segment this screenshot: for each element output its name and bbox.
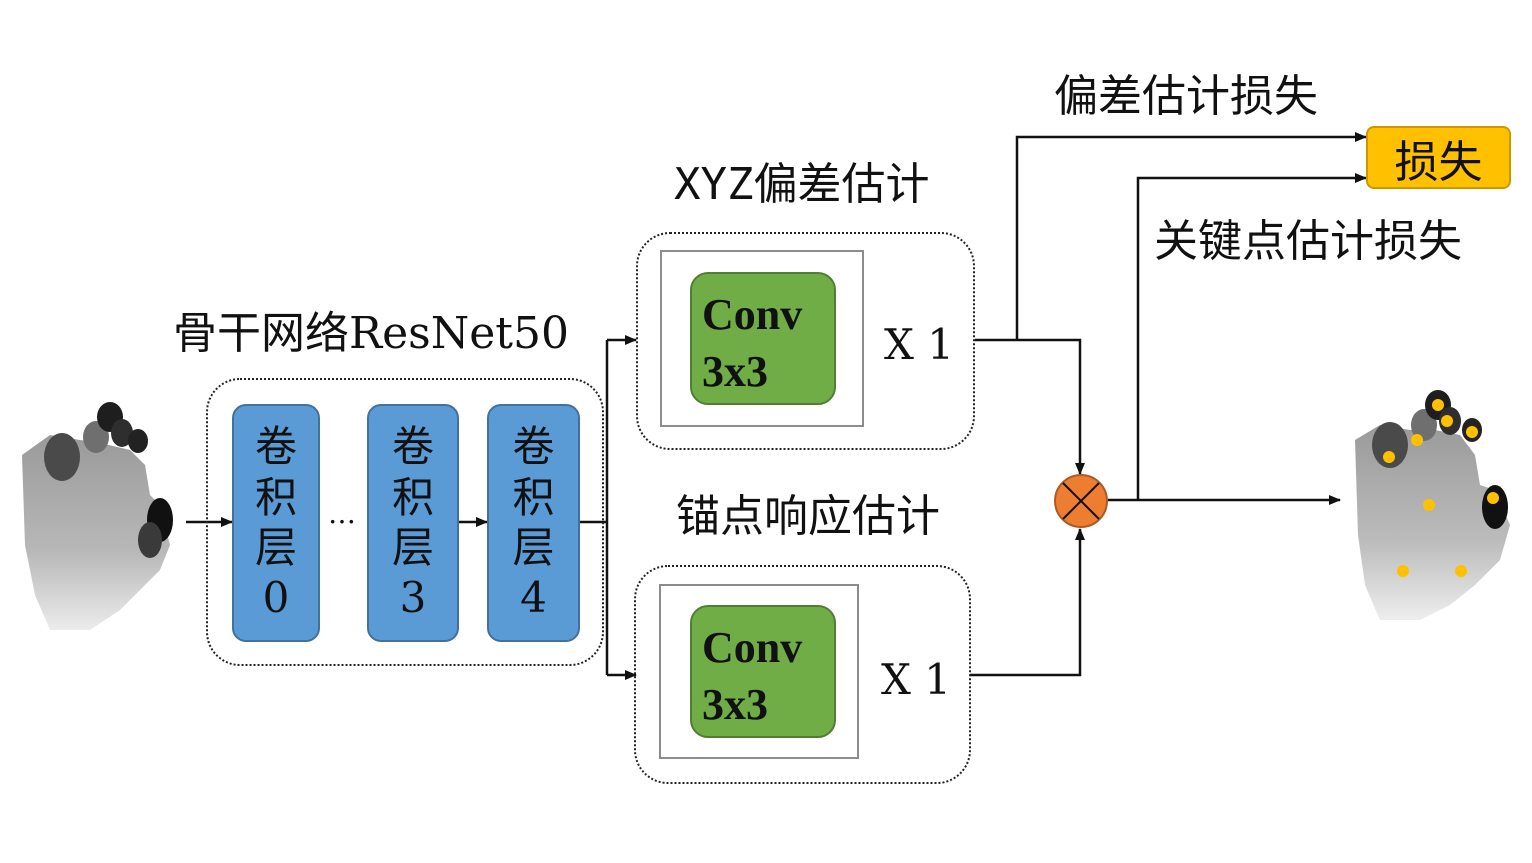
offset-repeat-count: X 1 [884, 320, 954, 369]
conv-layer-0-char-1: 卷 [254, 422, 297, 472]
conv-layer-0: 卷 积 层 0 [232, 404, 320, 642]
conv-layer-4-index: 4 [520, 573, 547, 623]
arrow-offset-to-loss [1015, 132, 1367, 340]
loss-box: 损失 [1366, 126, 1511, 189]
conv-layer-0-char-2: 积 [254, 472, 297, 522]
backbone-title: 骨干网络ResNet50 [173, 308, 569, 359]
offset-loss-label: 偏差估计损失 [1054, 71, 1318, 122]
conv-layer-3: 卷 积 层 3 [367, 404, 459, 642]
output-hand-keypoints-image [1355, 390, 1510, 620]
keypoint-markers [1383, 399, 1499, 577]
offset-conv-label: Conv [702, 290, 803, 339]
anchor-conv-block: Conv 3x3 [690, 605, 836, 738]
anchor-conv-kernel: 3x3 [702, 680, 768, 730]
offset-branch-title: XYZ偏差估计 [674, 159, 930, 210]
conv-layer-3-char-2: 积 [391, 472, 434, 522]
input-depth-hand-image [22, 402, 173, 630]
arrow-anchor-to-multiply [970, 528, 1085, 677]
keypoint-loss-label: 关键点估计损失 [1154, 216, 1462, 267]
conv-layer-0-char-3: 层 [254, 523, 297, 572]
conv-layer-4-char-1: 卷 [512, 422, 555, 472]
anchor-conv-label: Conv [702, 623, 803, 672]
conv-layer-3-char-1: 卷 [391, 422, 434, 472]
anchor-repeat-count: X 1 [881, 655, 951, 704]
conv-layer-3-char-3: 层 [391, 523, 434, 572]
offset-conv-block: Conv 3x3 [690, 272, 836, 405]
anchor-branch-group [634, 565, 971, 784]
conv-layer-4: 卷 积 层 4 [487, 404, 580, 642]
arrow-keypoint-to-loss [1136, 173, 1367, 500]
offset-conv-kernel: 3x3 [702, 347, 768, 397]
backbone-group [206, 378, 604, 666]
anchor-branch-title: 锚点响应估计 [676, 491, 940, 542]
conv-layer-0-index: 0 [262, 573, 290, 623]
offset-branch-group [636, 232, 975, 450]
multiply-node [1054, 474, 1108, 528]
layer-ellipsis: … [328, 497, 356, 530]
conv-layer-3-index: 3 [399, 573, 427, 623]
conv-layer-4-char-3: 层 [512, 523, 555, 572]
arrow-offset-to-multiply [975, 338, 1085, 475]
conv-layer-4-char-2: 积 [512, 472, 555, 522]
